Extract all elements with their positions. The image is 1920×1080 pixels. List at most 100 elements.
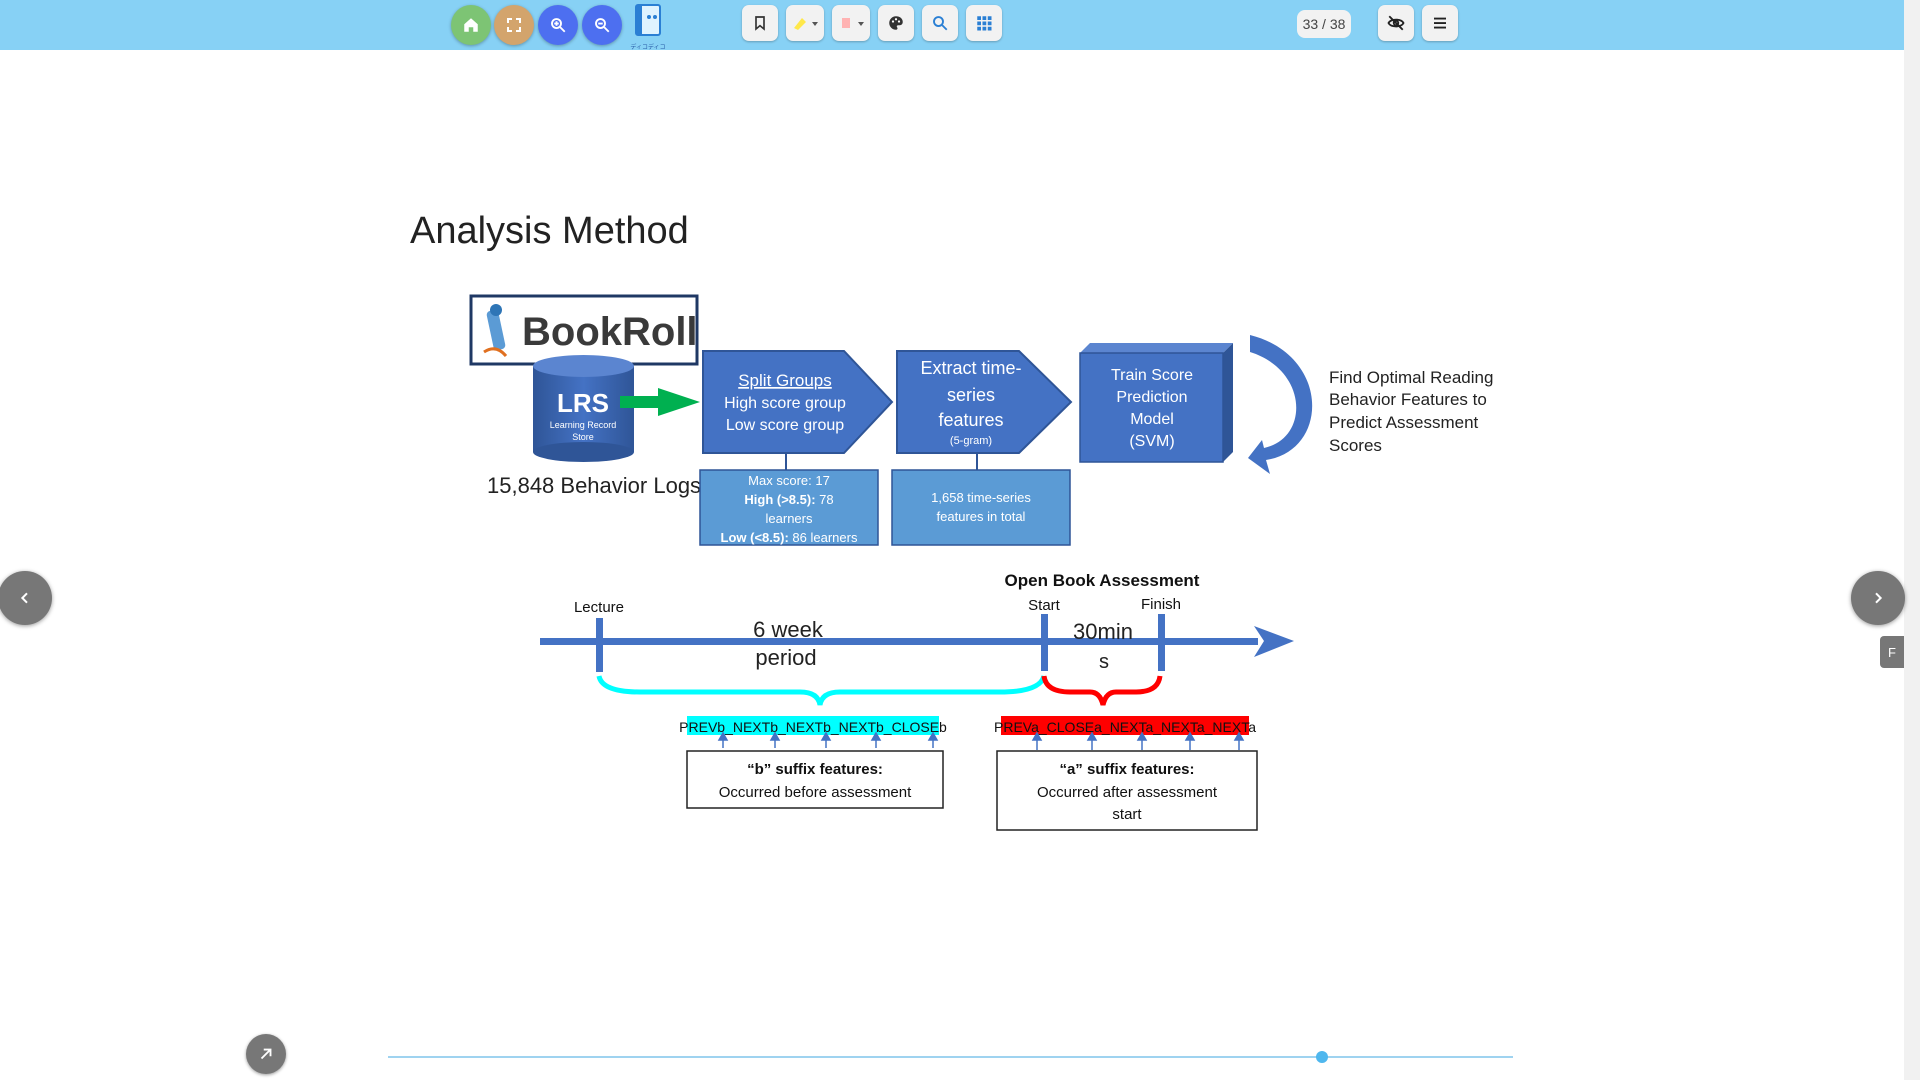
top-toolbar: ディコディコ 33 / 38 <box>0 0 1904 51</box>
side-panel-tab[interactable]: F <box>1880 636 1904 668</box>
split-detail-low-label: Low (<8.5): <box>721 530 789 545</box>
search-button[interactable] <box>922 5 958 41</box>
train-line1: Train Score <box>1111 367 1193 384</box>
a-suffix-line2: start <box>1112 806 1142 823</box>
red-brace <box>1041 675 1163 706</box>
page-indicator: 33 / 38 <box>1297 10 1351 38</box>
fullscreen-button[interactable] <box>494 5 534 45</box>
eye-off-icon <box>1387 15 1405 31</box>
home-icon <box>464 18 478 32</box>
search-icon <box>933 16 948 31</box>
sequence-pointer-arrows <box>717 731 1245 750</box>
lrs-cylinder: LRS Learning Record Store <box>533 355 634 462</box>
highlighter-red-icon <box>842 18 864 28</box>
mins-line2: s <box>1099 651 1109 673</box>
split-groups-title: Split Groups <box>738 371 832 390</box>
grid-icon <box>977 16 992 31</box>
svg-text:High (>8.5): 78: High (>8.5): 78 <box>744 492 833 507</box>
behavior-logs-label: 15,848 Behavior Logs <box>487 473 701 498</box>
zoom-out-icon <box>595 18 610 33</box>
grid-button[interactable] <box>966 5 1002 41</box>
extract-detail-box: 1,658 time-series features in total <box>891 469 1071 546</box>
lrs-title: LRS <box>557 388 609 418</box>
extract-detail-line1: 1,658 time-series <box>931 490 1031 505</box>
viewer-logo-text: ディコディコ <box>630 45 666 51</box>
extract-detail-line2: features in total <box>937 509 1026 524</box>
a-suffix-line1: Occurred after assessment <box>1037 784 1218 801</box>
find-line4: Scores <box>1329 436 1382 455</box>
bookroll-logo-text: BookRoll <box>522 310 698 354</box>
highlighter-yellow-button[interactable] <box>786 5 824 41</box>
palette-icon <box>889 16 903 30</box>
train-line4: (SVM) <box>1129 433 1174 450</box>
highlighter-yellow-icon <box>794 18 818 30</box>
b-suffix-line1: Occurred before assessment <box>719 784 912 801</box>
split-detail-line3: learners <box>766 511 813 526</box>
page-progress-knob[interactable] <box>1315 1051 1328 1063</box>
start-label: Start <box>1028 597 1061 614</box>
vertical-scrollbar[interactable] <box>1904 0 1920 1080</box>
a-sequence: PREVa_CLOSEa_NEXTa_NEXTa_NEXTa <box>994 716 1256 735</box>
menu-icon <box>1434 17 1446 29</box>
b-suffix-box: “b” suffix features: Occurred before ass… <box>686 750 944 809</box>
find-line3: Predict Assessment <box>1329 413 1479 432</box>
train-line2: Prediction <box>1116 389 1187 406</box>
expand-button[interactable] <box>246 1034 286 1074</box>
finish-label: Finish <box>1141 596 1181 613</box>
scroll-icon <box>483 304 508 358</box>
zoom-in-icon <box>551 18 566 33</box>
hide-annotations-button[interactable] <box>1378 5 1414 41</box>
next-page-button[interactable] <box>1851 571 1905 625</box>
bookmark-icon <box>755 16 765 31</box>
split-detail-low-value: 86 learners <box>789 530 858 545</box>
prev-page-button[interactable] <box>0 571 52 625</box>
b-sequence: PREVb_NEXTb_NEXTb_NEXTb_CLOSEb <box>679 716 947 735</box>
zoom-out-button[interactable] <box>582 5 622 45</box>
palette-button[interactable] <box>878 5 914 41</box>
mins-line1: 30min <box>1073 619 1133 644</box>
arrow-up-right-icon <box>260 1048 272 1060</box>
curved-arrow <box>1248 335 1313 474</box>
open-book-label: Open Book Assessment <box>1005 571 1200 590</box>
split-detail-box: Max score: 17 High (>8.5): 78 learners L… <box>699 469 879 546</box>
train-line3: Model <box>1130 411 1174 428</box>
b-sequence-text: PREVb_NEXTb_NEXTb_NEXTb_CLOSEb <box>679 719 947 735</box>
find-line2: Behavior Features to <box>1329 390 1487 409</box>
find-line1: Find Optimal Reading <box>1329 368 1493 387</box>
split-detail-line1: Max score: 17 <box>748 473 830 488</box>
train-model-step: Train Score Prediction Model (SVM) <box>1079 343 1233 463</box>
a-suffix-box: “a” suffix features: Occurred after asse… <box>996 750 1258 831</box>
extract-line4: (5-gram) <box>950 435 992 447</box>
timeline: Open Book Assessment Lecture Start Finis… <box>540 571 1294 706</box>
split-groups-line2: Low score group <box>726 417 844 434</box>
split-groups-line1: High score group <box>724 395 846 412</box>
split-detail-high-value: 78 <box>816 492 834 507</box>
viewer-logo-icon <box>635 4 661 36</box>
menu-button[interactable] <box>1422 5 1458 41</box>
viewer-logo[interactable]: ディコディコ <box>630 3 666 51</box>
bookmark-button[interactable] <box>742 5 778 41</box>
period-line1: 6 week <box>753 617 824 642</box>
page-progress-track[interactable] <box>388 1056 1513 1058</box>
bookroll-logo: BookRoll <box>469 294 699 366</box>
highlighter-red-button[interactable] <box>832 5 870 41</box>
extract-line3: features <box>938 410 1003 430</box>
lecture-label: Lecture <box>574 599 624 616</box>
slide-title: Analysis Method <box>410 210 689 252</box>
chevron-right-icon <box>1875 592 1883 604</box>
a-suffix-title: “a” suffix features: <box>1059 761 1194 778</box>
period-line2: period <box>755 645 816 670</box>
extract-line1: Extract time- <box>920 358 1021 378</box>
lrs-subtitle-1: Learning Record <box>550 420 617 430</box>
extract-features-step: Extract time- series features (5-gram) <box>896 350 1073 454</box>
split-groups-step: Split Groups High score group Low score … <box>702 350 894 454</box>
extract-line2: series <box>947 385 995 405</box>
zoom-in-button[interactable] <box>538 5 578 45</box>
a-sequence-text: PREVa_CLOSEa_NEXTa_NEXTa_NEXTa <box>994 719 1256 735</box>
cyan-brace <box>596 675 1047 706</box>
home-button[interactable] <box>451 5 491 45</box>
svg-text:Low (<8.5): 86 learners: Low (<8.5): 86 learners <box>721 530 858 545</box>
chevron-left-icon <box>20 592 28 604</box>
split-detail-high-label: High (>8.5): <box>744 492 815 507</box>
